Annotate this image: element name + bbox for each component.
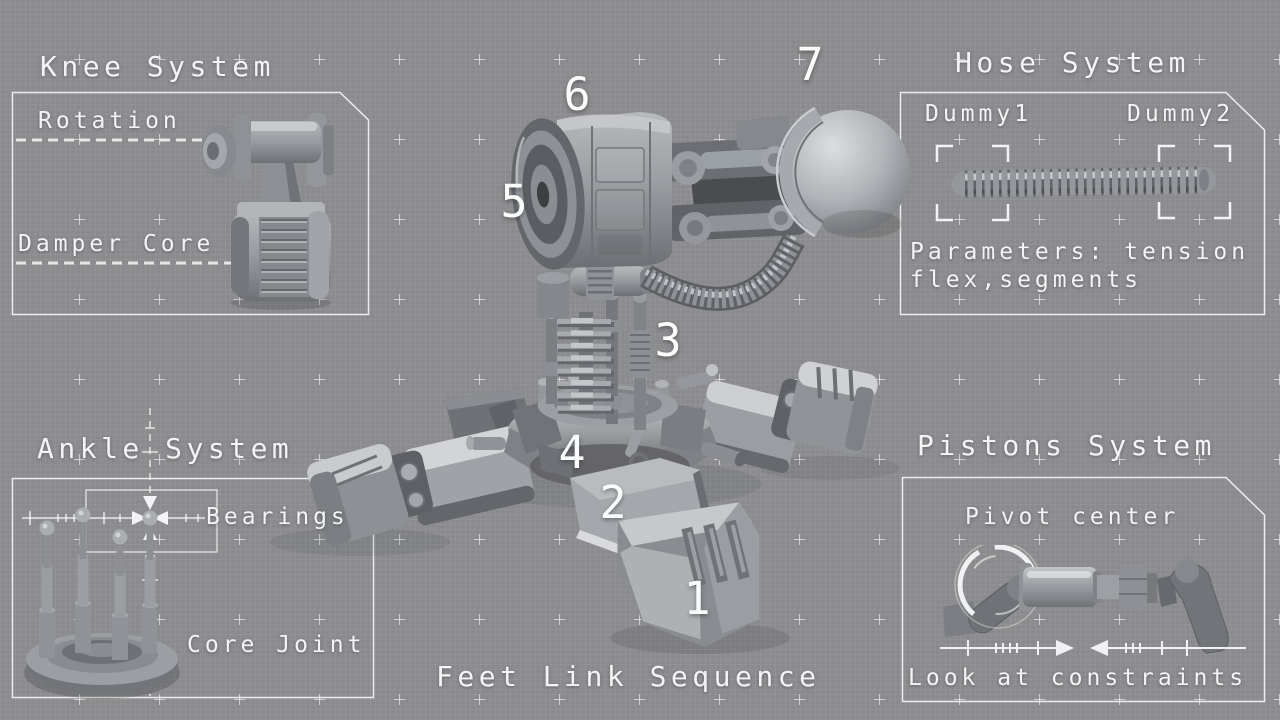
pistons-panel-title: Pistons System — [917, 429, 1217, 462]
bearings-label: Bearings — [206, 504, 349, 530]
sequence-marker-7: 7 — [796, 38, 824, 91]
hose-panel-title: Hose System — [955, 46, 1190, 79]
ankle-panel-title: Ankle System — [37, 432, 294, 465]
rotation-label: Rotation — [38, 108, 181, 134]
sequence-marker-6: 6 — [563, 68, 591, 121]
knee-panel-title: Knee System — [40, 50, 275, 83]
hose-parameters-line1: Parameters: tension — [910, 239, 1250, 265]
sequence-marker-2: 2 — [599, 476, 627, 529]
dummy1-label: Dummy1 — [925, 101, 1033, 127]
sequence-marker-5: 5 — [500, 175, 528, 228]
pivot-center-label: Pivot center — [965, 504, 1180, 530]
dummy2-label: Dummy2 — [1127, 101, 1235, 127]
sequence-marker-4: 4 — [558, 426, 586, 479]
sequence-marker-3: 3 — [654, 314, 682, 367]
sequence-marker-1: 1 — [683, 572, 711, 625]
damper-core-label: Damper Core — [18, 231, 215, 257]
constraints-label: Look at constraints — [908, 665, 1248, 691]
core-joint-label: Core Joint — [187, 632, 366, 658]
feet-link-caption: Feet Link Sequence — [436, 660, 821, 693]
hose-parameters-line2: flex,segments — [910, 267, 1143, 293]
